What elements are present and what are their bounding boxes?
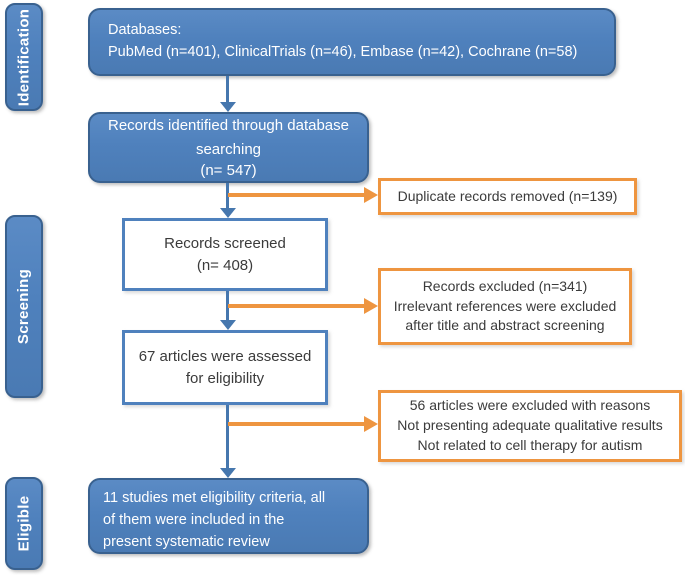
assessed-eligibility-box: 67 articles were assessed for eligibilit… [122,330,328,405]
branch-line-excluded-reasons [228,422,366,426]
arrow-down-icon-2 [220,208,236,218]
included-studies-box: 11 studies met eligibility criteria, all… [88,478,369,554]
stage-label-screening: Screening [5,215,43,398]
records-identified-line-3: (n= 547) [200,162,257,180]
records-excluded-line-2: Irrelevant references were excluded [393,297,617,314]
databases-box: Databases: PubMed (n=401), ClinicalTrial… [88,8,616,76]
stage-label-screening-text: Screening [15,268,33,345]
arrow-right-icon-3 [364,416,378,432]
arrow-right-icon-1 [364,187,378,203]
records-identified-line-1: Records identified through database [108,116,349,134]
records-identified-box: Records identified through database sear… [88,112,369,183]
records-excluded-line-1: Records excluded (n=341) [422,277,588,294]
records-screened-line-2: (n= 408) [196,256,254,274]
included-line-2: of them were included in the [103,512,285,529]
excluded-reasons-line-1: 56 articles were excluded with reasons [409,397,651,414]
stage-label-eligible-text: Eligible [15,495,33,552]
databases-line-1: Databases: [108,22,182,38]
databases-line-2: PubMed (n=401), ClinicalTrials (n=46), E… [108,44,578,61]
stage-label-identification-text: Identification [15,8,33,106]
flow-line-2 [226,183,229,210]
excluded-reasons-line-3: Not related to cell therapy for autism [417,436,643,453]
records-screened-line-1: Records screened [164,234,286,252]
arrow-right-icon-2 [364,298,378,314]
flow-line-3 [226,291,229,322]
arrow-down-icon-4 [220,468,236,478]
included-line-3: present systematic review [103,534,270,551]
flow-line-4 [226,405,229,470]
records-excluded-line-3: after title and abstract screening [405,317,605,334]
records-identified-line-2: searching [195,140,262,158]
branch-line-duplicates [228,193,366,197]
flow-line-1 [226,76,229,104]
duplicates-removed-box: Duplicate records removed (n=139) [378,178,637,215]
duplicates-removed-line-1: Duplicate records removed (n=139) [397,187,618,204]
assessed-line-1: 67 articles were assessed [138,347,312,365]
arrow-down-icon-3 [220,320,236,330]
included-line-1: 11 studies met eligibility criteria, all [103,490,326,506]
excluded-reasons-line-2: Not presenting adequate qualitative resu… [397,417,663,434]
records-excluded-box: Records excluded (n=341) Irrelevant refe… [378,268,632,345]
assessed-line-2: for eligibility [185,369,265,387]
stage-label-identification: Identification [5,3,43,111]
stage-label-eligible: Eligible [5,477,43,570]
arrow-down-icon-1 [220,102,236,112]
branch-line-excluded [228,304,366,308]
excluded-with-reasons-box: 56 articles were excluded with reasons N… [378,390,682,462]
records-screened-box: Records screened (n= 408) [122,218,328,291]
